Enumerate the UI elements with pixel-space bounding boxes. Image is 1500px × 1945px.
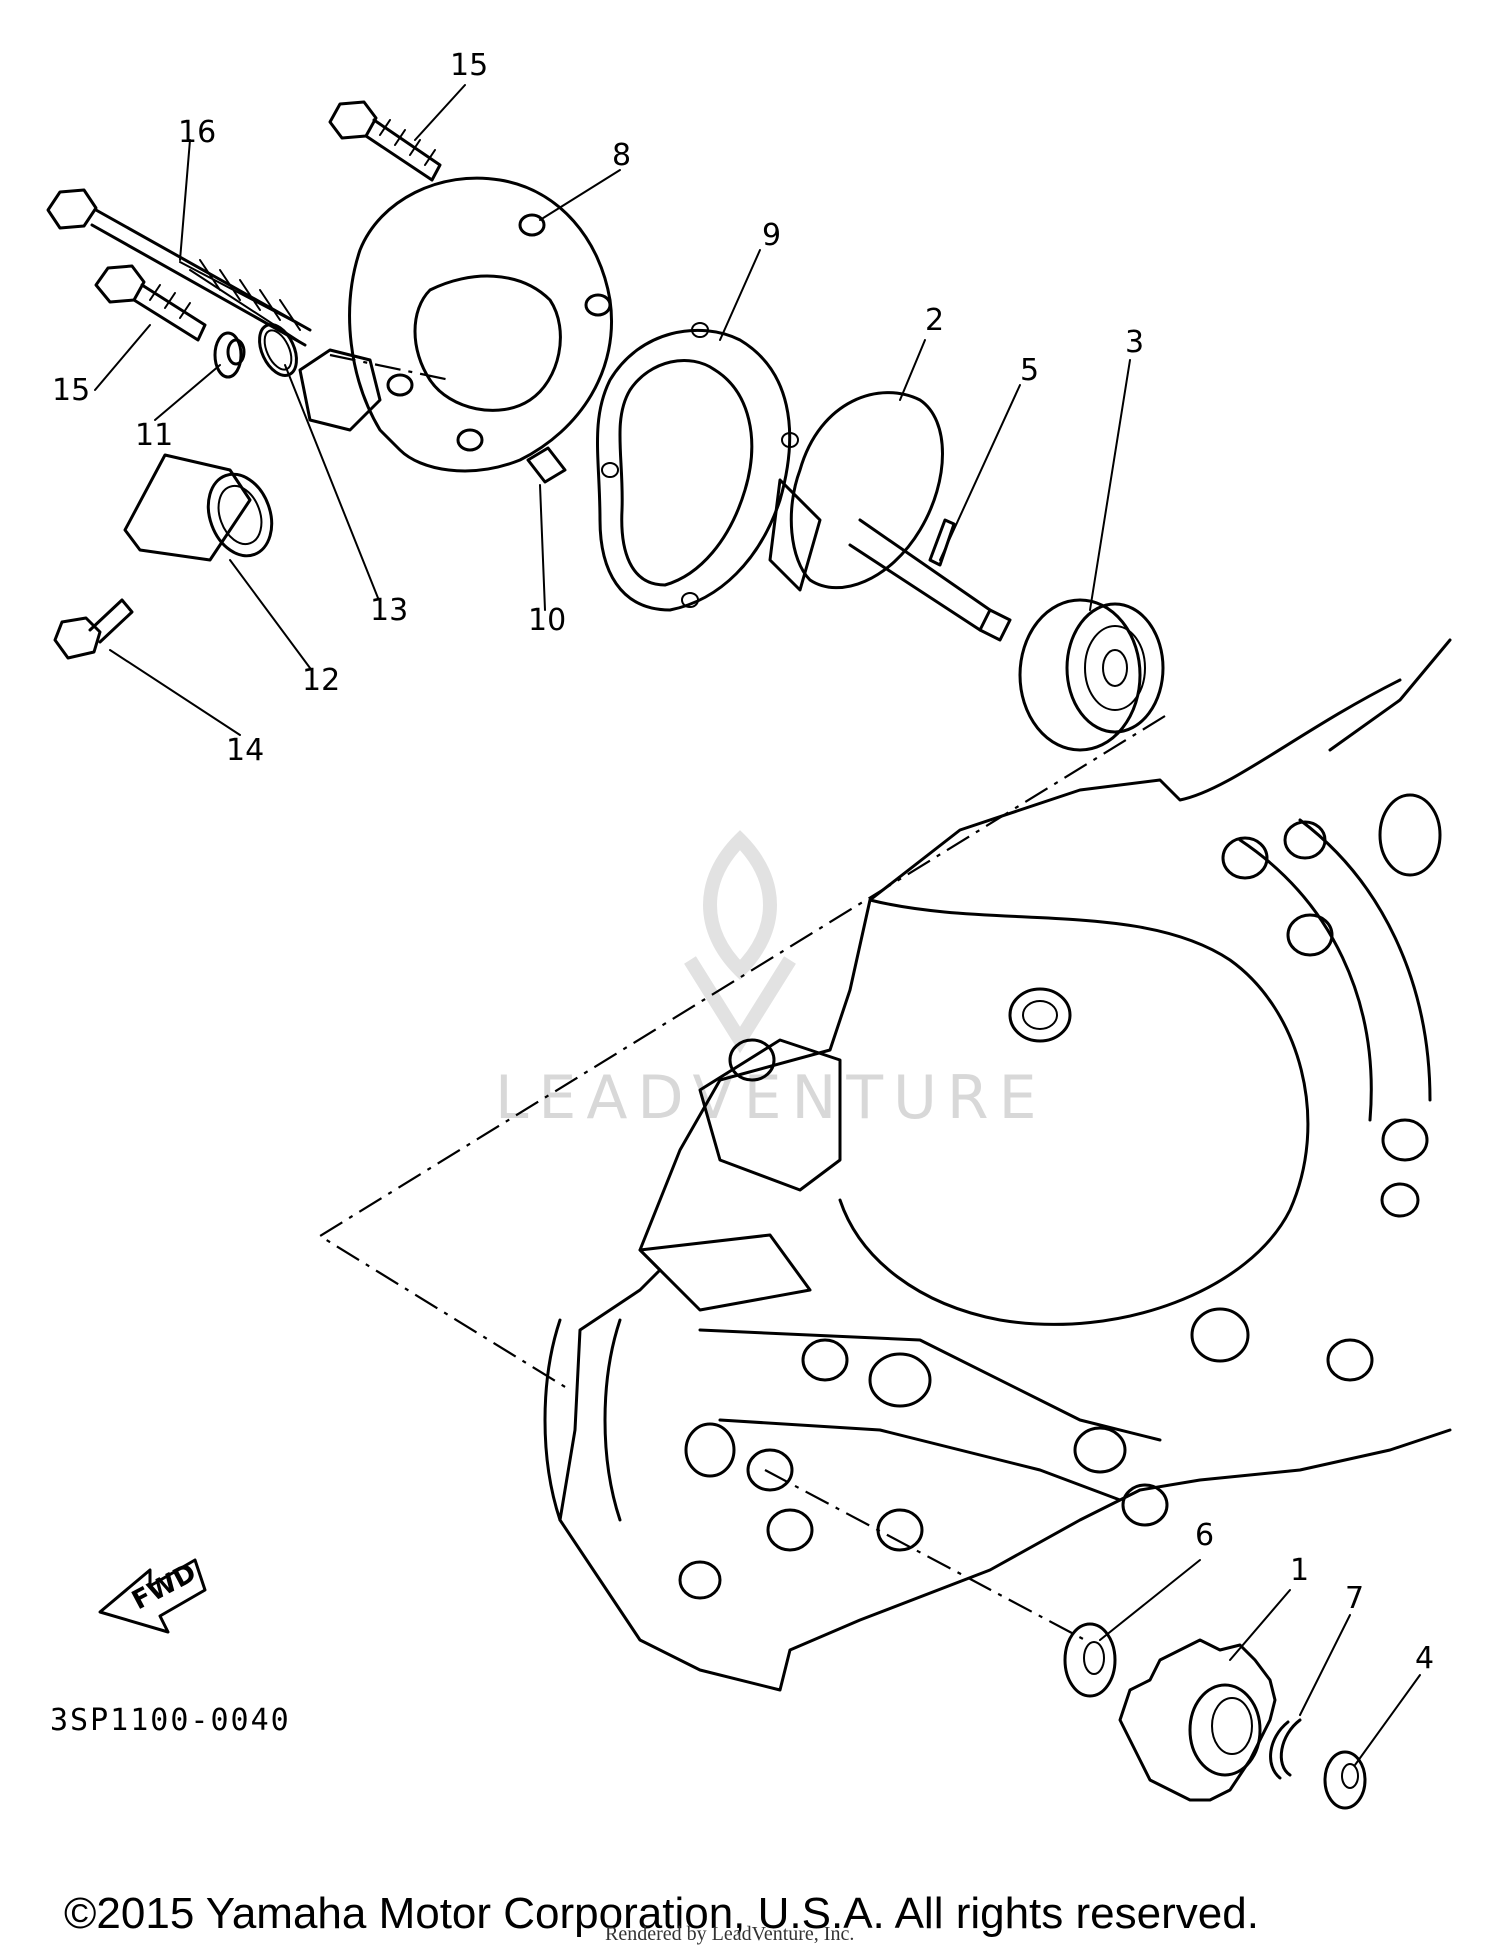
callouts: 1 2 3 4 5 6 7 8 9 10 11 12 13 14 15 15 1… xyxy=(52,48,1434,1676)
part-code: 3SP1100-0040 xyxy=(50,1703,291,1738)
callout-8: 8 xyxy=(612,138,631,173)
leadventure-watermark: LEADVENTURE xyxy=(495,830,1047,1133)
leader-lines xyxy=(94,84,1421,1766)
callout-10: 10 xyxy=(528,603,566,638)
dowel-pin xyxy=(526,446,567,484)
callout-2: 2 xyxy=(925,303,944,338)
callout-15-lower: 15 xyxy=(52,373,90,408)
drive-gear xyxy=(1118,1638,1277,1802)
pipe-elbow xyxy=(123,453,274,562)
fwd-label: FWD xyxy=(127,1558,201,1616)
callout-13: 13 xyxy=(370,593,408,628)
end-washer xyxy=(1323,1750,1367,1810)
copyright-notice: ©2015 Yamaha Motor Corporation, U.S.A. A… xyxy=(64,1889,1259,1938)
callout-12: 12 xyxy=(302,663,340,698)
crankcase xyxy=(543,638,1452,1692)
long-bolt xyxy=(46,188,312,347)
forward-arrow-icon: FWD xyxy=(98,1558,207,1634)
callout-15-upper: 15 xyxy=(450,48,488,83)
watermark-text: LEADVENTURE xyxy=(495,1063,1047,1133)
gasket xyxy=(596,322,799,612)
spring-pin xyxy=(928,518,956,567)
callout-16: 16 xyxy=(178,115,216,150)
thrust-washer xyxy=(1063,1622,1117,1698)
pump-housing xyxy=(298,176,613,473)
o-ring xyxy=(258,323,298,377)
impeller-shaft xyxy=(768,391,1012,642)
callout-11: 11 xyxy=(135,418,173,453)
washer xyxy=(213,331,246,379)
callout-14: 14 xyxy=(226,733,264,768)
callout-6: 6 xyxy=(1195,1518,1214,1553)
lower-bolt xyxy=(94,264,207,342)
circlip xyxy=(1269,1718,1302,1780)
callout-4: 4 xyxy=(1415,1641,1434,1676)
small-bolt xyxy=(53,598,134,660)
callout-3: 3 xyxy=(1125,325,1144,360)
callout-7: 7 xyxy=(1345,1581,1364,1616)
rendered-by-note: Rendered by LeadVenture, Inc. xyxy=(605,1923,854,1945)
bearing xyxy=(1018,598,1165,752)
callout-9: 9 xyxy=(762,218,781,253)
alignment-lines xyxy=(317,353,1166,1641)
upper-bolt xyxy=(328,100,442,182)
callout-5: 5 xyxy=(1020,353,1039,388)
callout-1: 1 xyxy=(1290,1553,1309,1588)
